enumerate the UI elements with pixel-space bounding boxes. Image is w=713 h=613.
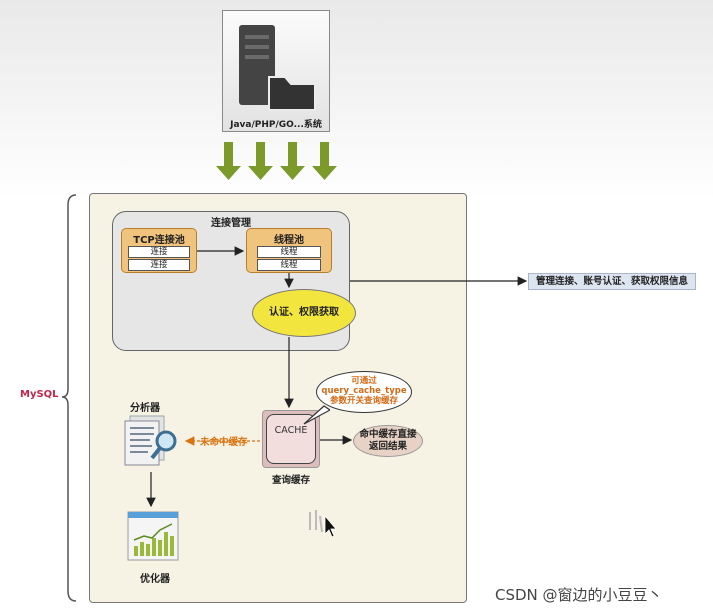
bubble-tail [303, 405, 330, 425]
cache-note-line: 参数开关查询缓存 [329, 396, 398, 406]
thread-pool: 线程池 线程 线程 [246, 228, 332, 273]
mysql-label: MySQL [20, 389, 59, 400]
connection-management-title: 连接管理 [211, 218, 251, 229]
arrow-down-icon [280, 142, 305, 180]
optimizer-label: 优化器 [140, 574, 170, 585]
analyzer-label: 分析器 [130, 403, 160, 414]
request-arrows [216, 142, 337, 180]
analyzer-icon [124, 415, 177, 466]
cache-miss-label: 未命中缓存 [200, 437, 248, 448]
query-cache-label: 查询缓存 [271, 475, 310, 486]
cache-note-bubble: 可通过 query_cache_type 参数开关查询缓存 [316, 371, 412, 413]
mysql-bracket [61, 194, 77, 602]
thread-slot: 线程 [257, 246, 321, 258]
cache-hit-line: 命中缓存直接 [359, 429, 417, 440]
arrow-down-icon [312, 142, 337, 180]
server-icon [239, 25, 316, 111]
client-label: Java/PHP/GO...系统 [230, 120, 322, 130]
arrow-down-icon [216, 142, 241, 180]
cache-node: CACHE [266, 414, 316, 464]
arrow-down-icon [248, 142, 273, 180]
watermark: CSDN @窗边的小豆豆丶 [495, 586, 663, 604]
tcp-connection-pool: TCP连接池 连接 连接 [121, 228, 197, 273]
cache-note-line: query_cache_type [321, 386, 407, 396]
connection-slot: 连接 [128, 259, 190, 271]
thread-slot: 线程 [257, 259, 321, 271]
auth-permission-node: 认证、权限获取 [252, 289, 356, 337]
cache-note-line: 可通过 [351, 376, 377, 386]
client-system-box: Java/PHP/GO...系统 [222, 10, 330, 132]
cache-hit-line: 返回结果 [368, 441, 407, 452]
tcp-pool-title: TCP连接池 [133, 235, 185, 246]
optimizer-icon [127, 511, 179, 561]
side-note-box: 管理连接、账号认证、获取权限信息 [528, 273, 696, 290]
thread-pool-title: 线程池 [274, 235, 304, 246]
mouse-cursor-icon [309, 510, 337, 538]
connection-slot: 连接 [128, 246, 190, 258]
cache-hit-result: 命中缓存直接 返回结果 [353, 425, 423, 457]
